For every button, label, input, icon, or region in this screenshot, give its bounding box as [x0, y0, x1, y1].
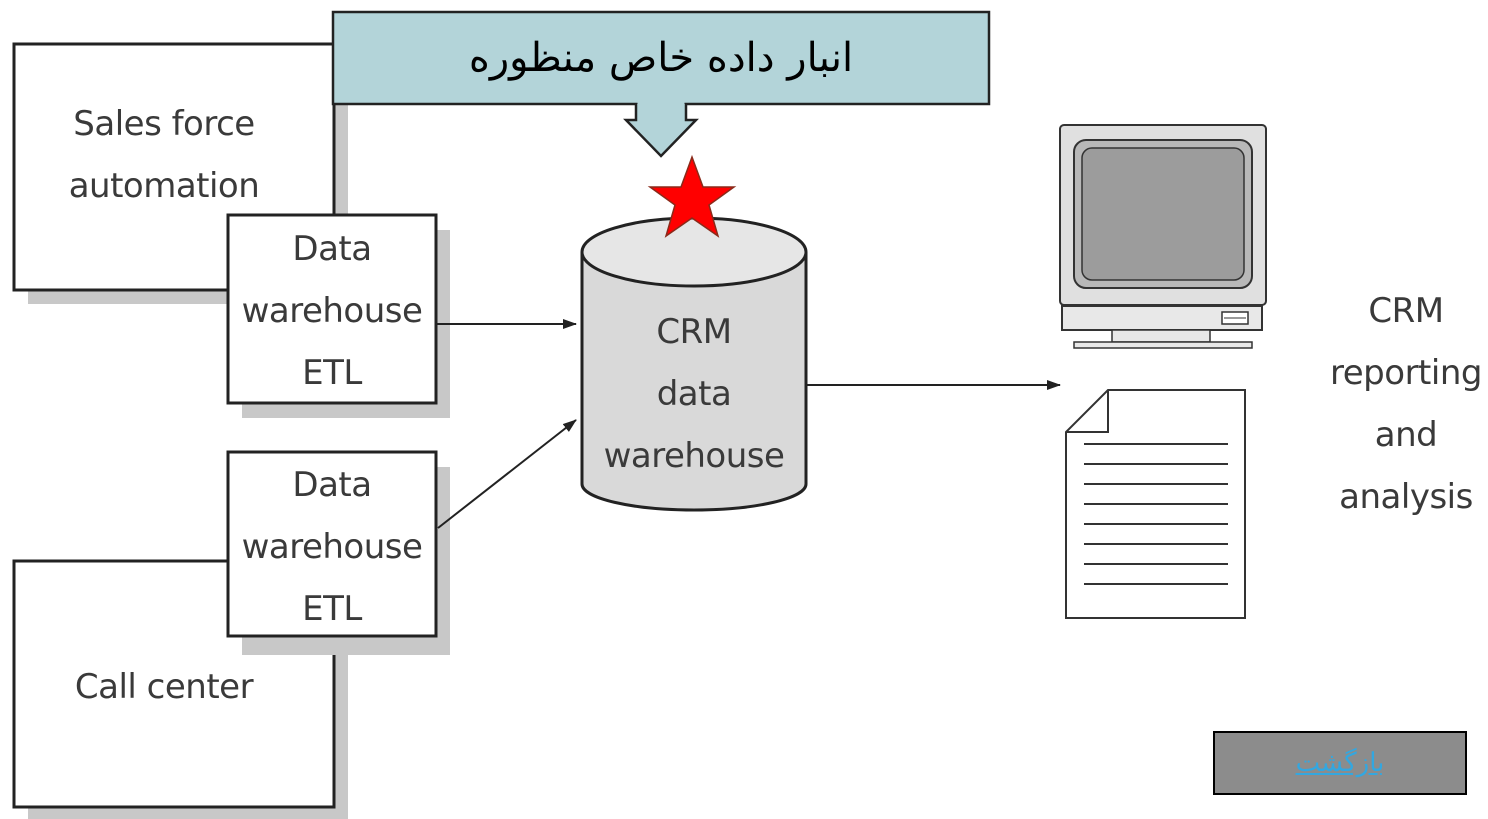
etl-1-label: Data warehouse ETL — [228, 218, 436, 404]
warehouse-line3: warehouse — [603, 436, 785, 476]
sales-force-line2: automation — [68, 166, 260, 206]
etl-2-line1: Data — [292, 465, 372, 505]
etl-1-line3: ETL — [302, 353, 362, 393]
document-icon — [1065, 389, 1246, 619]
warehouse-line2: data — [656, 374, 732, 414]
star-icon — [647, 154, 737, 238]
warehouse-line1: CRM — [656, 312, 732, 352]
etl-box-1 — [226, 213, 450, 418]
reporting-label: CRM reporting and analysis — [1318, 280, 1488, 528]
etl-1-line1: Data — [292, 229, 372, 269]
etl-1-line2: warehouse — [241, 291, 423, 331]
etl-2-line3: ETL — [302, 589, 362, 629]
callout-title: انبار داده خاص منظوره — [468, 35, 854, 81]
reporting-line2: reporting — [1330, 353, 1482, 393]
etl-2-line2: warehouse — [241, 527, 423, 567]
arrow-etl2-to-warehouse — [437, 419, 577, 529]
call-center-line1: Call center — [74, 667, 254, 707]
warehouse-cylinder — [580, 216, 808, 512]
reporting-line1: CRM — [1368, 291, 1444, 331]
etl-2-label: Data warehouse ETL — [228, 454, 436, 640]
sales-force-label: Sales force automation — [14, 93, 314, 217]
back-button[interactable]: بازگشت — [1213, 731, 1467, 795]
etl-box-2 — [226, 450, 450, 655]
back-link[interactable]: بازگشت — [1295, 748, 1385, 778]
computer-monitor-icon — [1059, 124, 1267, 349]
sales-force-box — [12, 42, 348, 304]
call-center-label: Call center — [14, 656, 314, 718]
warehouse-label: CRM data warehouse — [582, 301, 806, 487]
callout-box — [331, 10, 991, 158]
sales-force-line1: Sales force — [73, 104, 255, 144]
reporting-line4: analysis — [1339, 477, 1473, 517]
reporting-line3: and — [1374, 415, 1438, 455]
